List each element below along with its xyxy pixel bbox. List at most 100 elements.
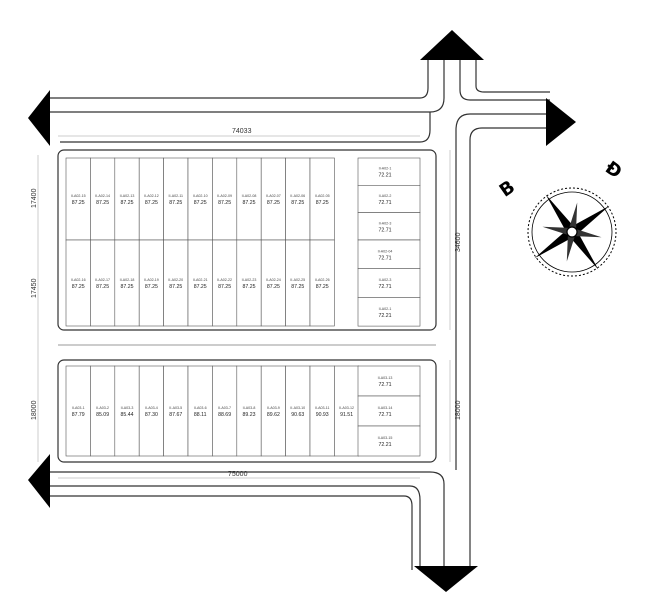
top-road-inner-south-b: [459, 60, 550, 101]
lot-id: II-A02-14: [95, 194, 110, 198]
lot-area: 87.25: [267, 284, 280, 290]
lot-parcel: [163, 239, 189, 327]
lot-parcel: [114, 157, 140, 241]
lot-area: 87.25: [169, 284, 182, 290]
side-lot-parcel: [357, 365, 421, 397]
lot-parcel: [65, 365, 91, 457]
lot-parcel: [212, 365, 238, 457]
lot-area: 89.23: [243, 412, 256, 418]
side-lot-id: II-A02-3: [379, 221, 392, 225]
lot-area: 87.25: [145, 200, 158, 206]
lot-id: II-A02-08: [242, 194, 257, 198]
side-lot-id: II-A03-13: [378, 376, 393, 380]
side-lot-parcel: [357, 239, 421, 270]
lot-area: 87.25: [145, 284, 158, 290]
right-road-outer: [469, 127, 550, 570]
dimension-right-lower: 18000: [455, 400, 462, 420]
lot-parcel: [285, 365, 311, 457]
lot-parcel: [90, 157, 116, 241]
lot-parcel: [187, 365, 213, 457]
lot-id: II-A02-15: [71, 194, 86, 198]
lot-area: 87.25: [291, 284, 304, 290]
lot-area: 85.09: [96, 412, 109, 418]
road-end-arrows: [28, 30, 576, 592]
lot-id: II-A02-21: [193, 278, 208, 282]
lot-area: 87.25: [291, 200, 304, 206]
lot-area: 87.25: [169, 200, 182, 206]
lot-id: II-A03-4: [145, 406, 158, 410]
block-upper-top-lots: II-A02-1587.25II-A02-1487.25II-A02-1387.…: [65, 157, 421, 241]
side-lot-area: 72.21: [379, 442, 392, 448]
lot-id: II-A03-8: [243, 406, 256, 410]
lot-id: II-A02-23: [242, 278, 257, 282]
lot-area: 87.25: [243, 200, 256, 206]
side-lot-id: II-A03-15: [378, 436, 393, 440]
lot-area: 87.25: [267, 200, 280, 206]
lot-parcel: [309, 239, 335, 327]
dimension-bottom: 75000: [228, 471, 248, 478]
block-lower-lots: II-A03-187.79II-A03-285.09II-A03-385.44I…: [65, 365, 421, 457]
top-road-inner-north: [50, 60, 445, 113]
side-lot-parcel: [357, 395, 421, 427]
right-road-inner: [455, 113, 550, 470]
lot-id: II-A02-26: [315, 278, 330, 282]
lot-parcel: [138, 239, 164, 327]
lot-parcel: [260, 239, 286, 327]
lot-area: 90.93: [316, 412, 329, 418]
block-upper-bottom-lots: II-A02-1687.25II-A02-1787.25II-A02-1887.…: [65, 239, 421, 327]
side-lot-parcel: [357, 297, 421, 327]
lot-parcel: [236, 365, 262, 457]
arrow-west-top: [28, 90, 50, 146]
compass-rose: B Đ: [496, 157, 626, 277]
side-lot-parcel: [357, 425, 421, 457]
lot-area: 87.25: [96, 200, 109, 206]
side-lot-area: 72.71: [379, 255, 392, 261]
lot-area: 88.11: [194, 412, 207, 418]
arrow-east: [546, 98, 576, 146]
lot-parcel: [260, 365, 286, 457]
lot-id: II-A03-2: [96, 406, 109, 410]
lot-area: 91.51: [340, 412, 353, 418]
lot-area: 87.79: [72, 412, 85, 418]
lot-id: II-A02-24: [266, 278, 281, 282]
top-road-outer: [50, 60, 429, 99]
lot-id: II-A02-22: [217, 278, 232, 282]
lot-parcel: [236, 157, 262, 241]
dimension-top: 74033: [232, 128, 252, 135]
lot-area: 87.25: [72, 284, 85, 290]
lot-area: 85.44: [121, 412, 134, 418]
side-lot-id: II-A02-1: [379, 167, 392, 171]
side-lot-parcel: [357, 185, 421, 213]
lot-id: II-A03-1: [72, 406, 85, 410]
lot-parcel: [90, 239, 116, 327]
lot-parcel: [114, 239, 140, 327]
side-lot-area: 72.71: [379, 382, 392, 388]
lot-parcel: [285, 239, 311, 327]
lot-parcel: [90, 365, 116, 457]
side-lot-area: 72.21: [379, 173, 392, 179]
lot-area: 87.25: [194, 200, 207, 206]
arrow-west-bottom: [28, 454, 50, 508]
lot-id: II-A02-19: [144, 278, 159, 282]
lot-parcel: [236, 239, 262, 327]
lot-parcel: [163, 365, 189, 457]
lot-area: 87.25: [72, 200, 85, 206]
side-lot-id: II-A03-14: [378, 406, 393, 410]
lot-parcel: [334, 365, 360, 457]
lot-parcel: [114, 365, 140, 457]
lot-parcel: [309, 157, 335, 241]
lot-area: 89.62: [267, 412, 280, 418]
top-road-inner-south: [60, 112, 431, 143]
lot-area: 87.25: [194, 284, 207, 290]
top-road-b: [475, 60, 550, 93]
lot-parcel: [260, 157, 286, 241]
compass-label-right: Đ: [601, 157, 625, 183]
lot-area: 87.25: [121, 284, 134, 290]
lot-parcel: [309, 365, 335, 457]
side-lot-area: 72.71: [379, 200, 392, 206]
lot-id: II-A02-10: [193, 194, 208, 198]
lot-id: II-A02-20: [168, 278, 183, 282]
lot-id: II-A03-3: [121, 406, 134, 410]
upper-block-outline: [57, 149, 437, 331]
